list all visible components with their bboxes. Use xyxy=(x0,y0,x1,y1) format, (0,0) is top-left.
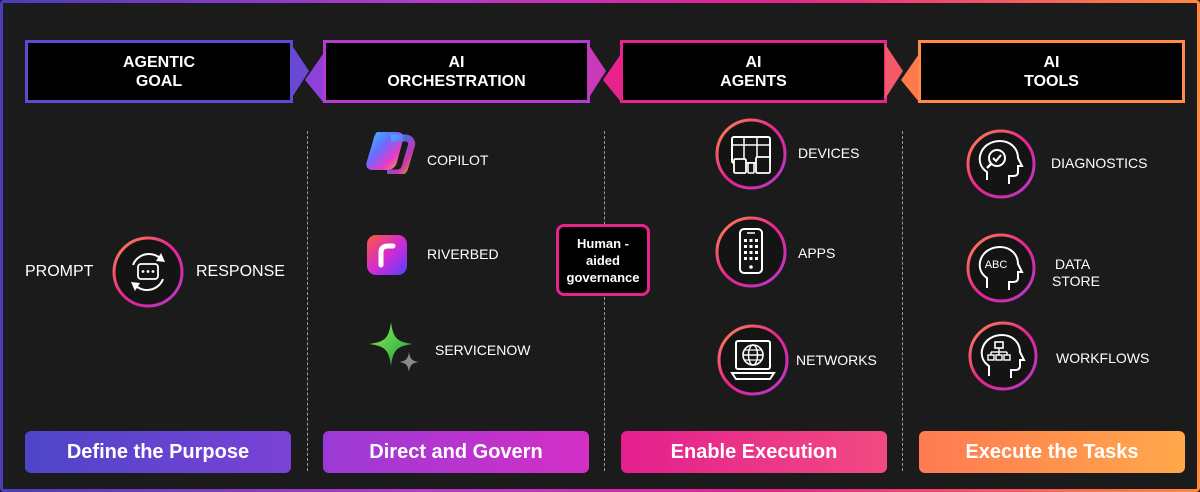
network-globe-icon xyxy=(717,324,789,396)
head-check-icon xyxy=(966,129,1036,199)
arrow-left-icon xyxy=(305,54,323,102)
arrow-right-icon xyxy=(291,44,309,99)
head-abc-icon: ABC xyxy=(966,233,1036,303)
footer-label: Direct and Govern xyxy=(369,440,543,463)
footer-enable-execution: Enable Execution xyxy=(621,431,887,473)
arrow-left-icon xyxy=(603,54,621,102)
arrow-left-icon xyxy=(901,54,919,102)
header-agentic-goal: AGENTIC GOAL xyxy=(25,40,293,103)
data-store-label-line2: STORE xyxy=(1052,273,1100,289)
header-ai-tools: AI TOOLS xyxy=(918,40,1185,103)
footer-label: Define the Purpose xyxy=(66,440,250,463)
header-line1: AI xyxy=(745,53,762,71)
column-divider xyxy=(307,131,308,471)
governance-line3: governance xyxy=(566,269,640,285)
data-store-label-line1: DATA xyxy=(1055,256,1091,272)
header-ai-agents: AI AGENTS xyxy=(620,40,887,103)
response-label: RESPONSE xyxy=(196,263,285,280)
human-aided-governance-box: Human - aided governance xyxy=(556,224,650,296)
governance-line1: Human - xyxy=(576,235,629,251)
head-workflow-icon xyxy=(968,321,1038,391)
footer-define-the-purpose: Define the Purpose xyxy=(25,431,291,473)
header-ai-orchestration: AI ORCHESTRATION xyxy=(323,40,590,103)
workflows-label: WORKFLOWS xyxy=(1056,350,1150,366)
diagnostics-label: DIAGNOSTICS xyxy=(1051,155,1148,171)
cycle-chat-icon xyxy=(112,236,184,308)
header-line1: AI xyxy=(448,53,465,71)
footer-label: Execute the Tasks xyxy=(965,440,1139,463)
svg-text:ABC: ABC xyxy=(985,259,1008,271)
header-line2: AGENTS xyxy=(720,72,787,90)
header-line1: AI xyxy=(1043,53,1060,71)
header-line2: GOAL xyxy=(135,72,183,90)
footer-execute-the-tasks: Execute the Tasks xyxy=(919,431,1185,473)
riverbed-label: RIVERBED xyxy=(427,246,499,262)
riverbed-logo-icon xyxy=(367,235,407,275)
column-divider xyxy=(604,131,605,471)
footer-direct-and-govern: Direct and Govern xyxy=(323,431,589,473)
servicenow-logo-icon xyxy=(369,322,419,372)
copilot-logo-icon xyxy=(366,132,416,174)
arrow-right-icon xyxy=(885,44,903,99)
prompt-label: PROMPT xyxy=(25,263,94,280)
header-line2: ORCHESTRATION xyxy=(387,72,526,90)
servicenow-label: SERVICENOW xyxy=(435,342,531,358)
footer-label: Enable Execution xyxy=(670,440,838,463)
apps-label: APPS xyxy=(798,245,836,261)
header-line1: AGENTIC xyxy=(123,53,195,71)
devices-label: DEVICES xyxy=(798,145,860,161)
smartphone-icon xyxy=(715,216,787,288)
networks-label: NETWORKS xyxy=(796,352,877,368)
column-divider xyxy=(902,131,903,471)
copilot-label: COPILOT xyxy=(427,152,489,168)
devices-icon xyxy=(715,118,787,190)
arrow-right-icon xyxy=(588,44,606,99)
header-line2: TOOLS xyxy=(1024,72,1079,90)
governance-line2: aided xyxy=(586,252,620,268)
